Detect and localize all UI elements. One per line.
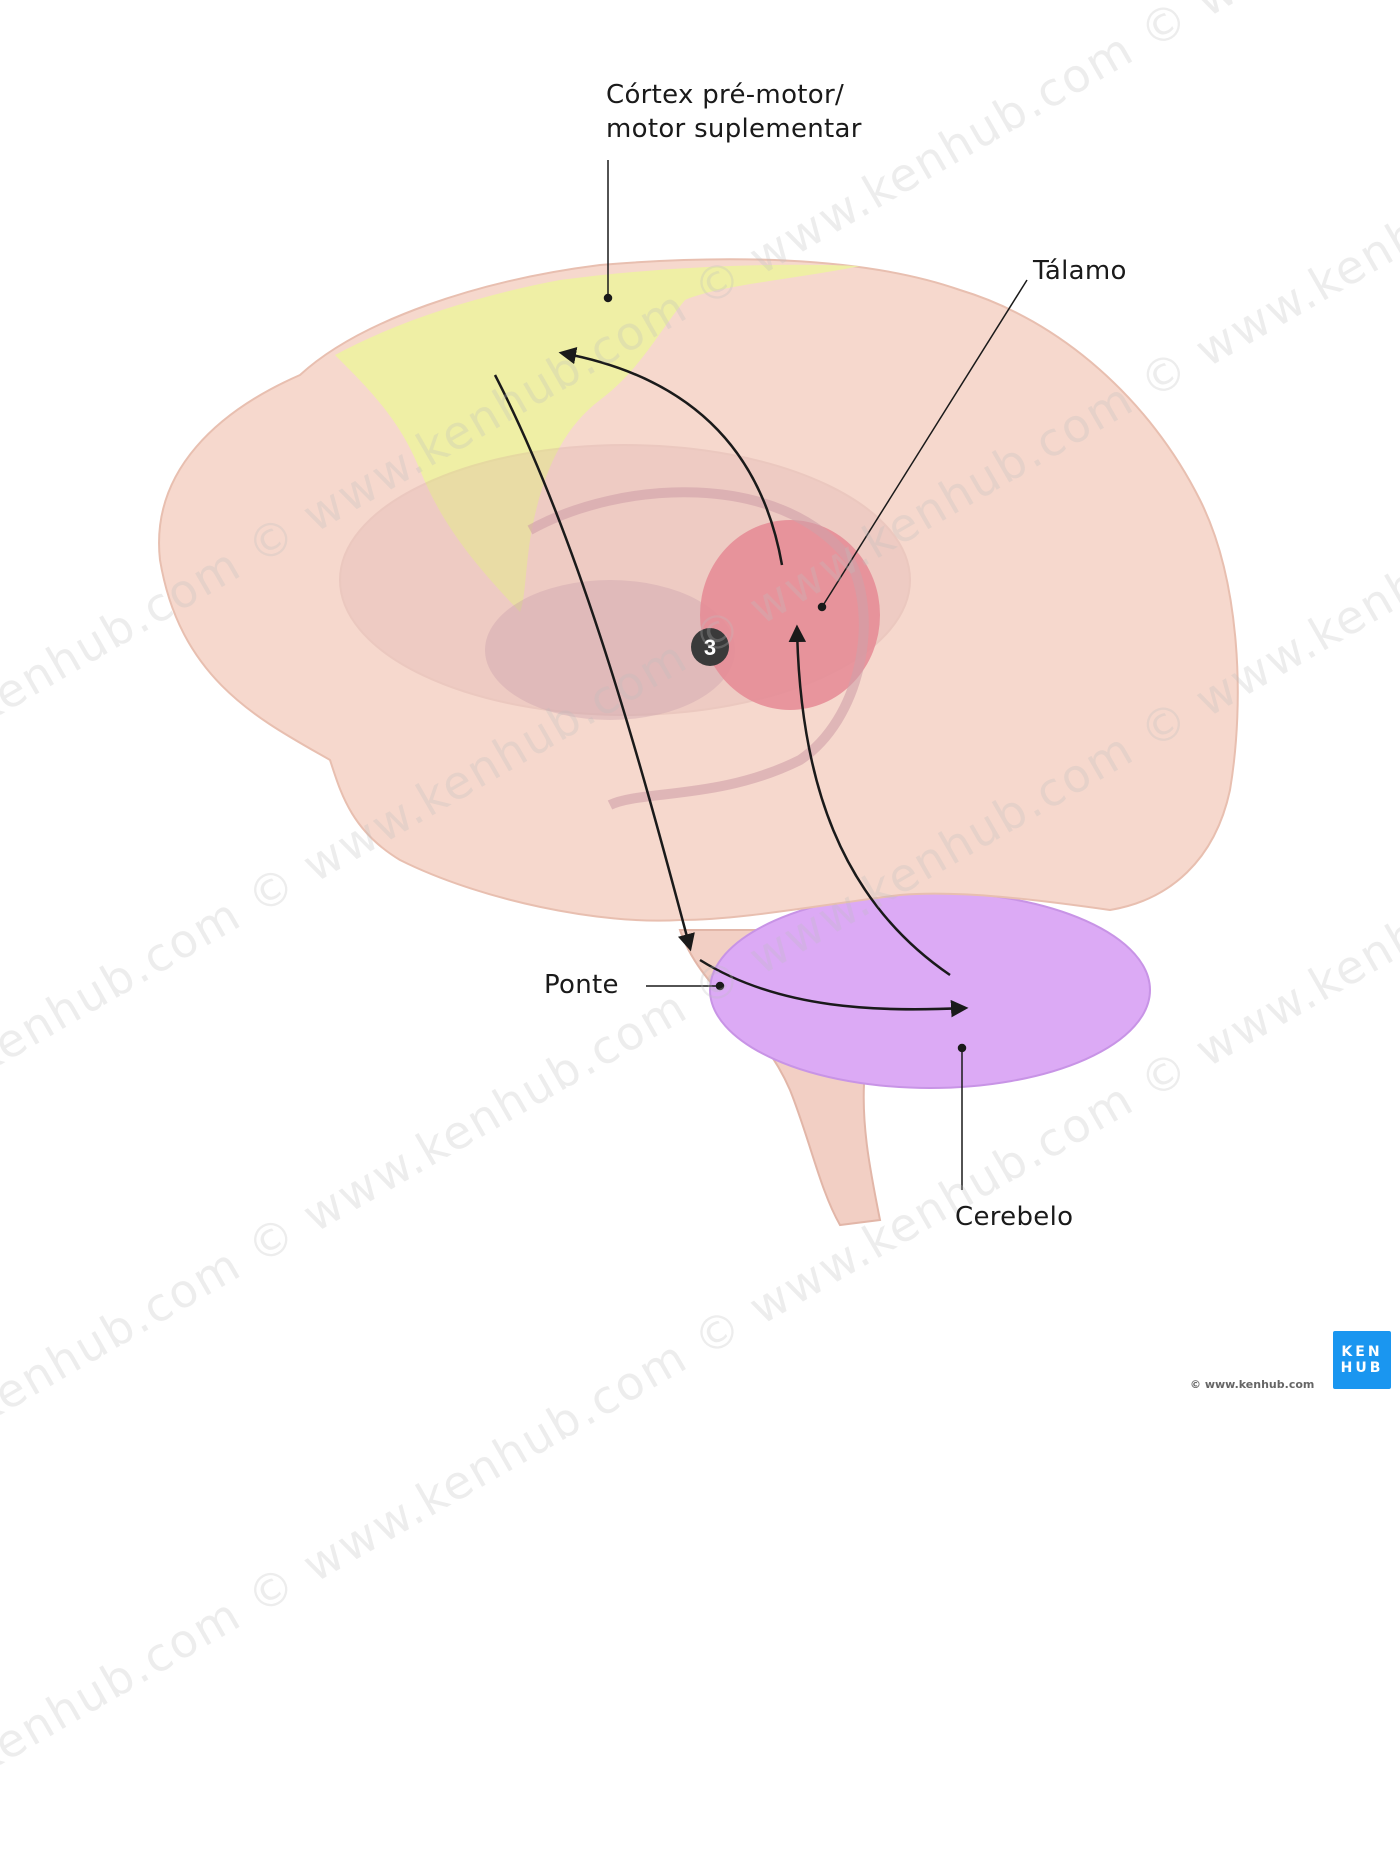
label-premotor-line1: Córtex pré-motor/ [606, 80, 845, 110]
label-premotor-cortex: Córtex pré-motor/ motor suplementar [606, 78, 862, 146]
logo-line2: HUB [1340, 1360, 1384, 1376]
step-badge-bg [691, 628, 729, 666]
thalamus [700, 520, 880, 710]
arrow-cerebellum-to-thalamus [788, 624, 951, 977]
logo-line1: KEN [1341, 1344, 1383, 1360]
caudate-tail [527, 487, 869, 810]
arrow-cortex-to-pons [493, 374, 695, 952]
premotor-cortex-region [335, 264, 860, 612]
leader-lines [603, 160, 1028, 1190]
copyright-text: © www.kenhub.com [1190, 1378, 1315, 1391]
brain-illustration: 3 [158, 160, 1239, 1227]
arrow-pons-to-cerebellum [699, 958, 969, 1018]
step-badge: 3 [704, 635, 716, 660]
arrow-thalamus-to-cortex [558, 346, 784, 566]
label-pons: Ponte [544, 970, 619, 1000]
cerebellum [709, 891, 1151, 1089]
label-thalamus: Tálamo [1033, 256, 1127, 286]
label-cerebellum: Cerebelo [955, 1202, 1074, 1232]
label-premotor-line2: motor suplementar [606, 114, 862, 144]
kenhub-logo: KEN HUB [1333, 1331, 1391, 1389]
lentiform-nucleus [485, 580, 735, 720]
